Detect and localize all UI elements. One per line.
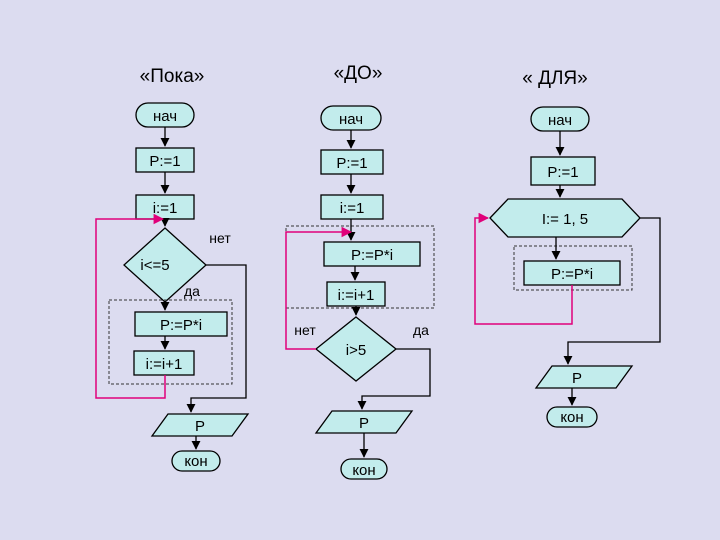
do-end-terminator: [340, 458, 388, 480]
while-body-mul-block: [134, 311, 228, 337]
for-p-init-block: [530, 156, 596, 186]
do-condition-diamond: [314, 316, 398, 382]
do-loop-back-arrow: [285, 226, 353, 350]
while-yes-label: да: [184, 283, 200, 299]
while-body-frame: [108, 299, 233, 385]
for-output-parallelogram: [534, 365, 634, 389]
while-condition-label: i<=5: [140, 257, 169, 274]
for-loop-header-label: I:= 1, 5: [542, 211, 588, 228]
for-exit-arrow: [563, 217, 661, 365]
while-i-init-label: i:=1: [153, 200, 178, 217]
for-start-label: нач: [548, 112, 572, 129]
flowchart-while: нач P:=1 i:=1 i<=5 нет да P:=P*i i:=i+1 …: [95, 102, 250, 472]
do-i-init-block: [320, 194, 384, 220]
do-yes-label: да: [413, 322, 429, 338]
while-p-init-block: [135, 147, 195, 173]
while-body-inc-label: i:=i+1: [146, 356, 183, 373]
while-output-parallelogram: [150, 413, 250, 437]
do-body-mul-label: P:=P*i: [351, 247, 393, 264]
do-end-label: кон: [352, 462, 375, 479]
while-p-init-label: P:=1: [149, 153, 180, 170]
do-i-init-label: i:=1: [340, 200, 365, 217]
for-loop-back-arrow: [474, 212, 573, 325]
do-output-label: P: [359, 415, 369, 432]
do-condition-label: i>5: [346, 342, 366, 359]
for-output-label: P: [572, 370, 582, 387]
do-body-inc-block: [326, 281, 386, 307]
while-end-terminator: [171, 450, 221, 472]
for-end-terminator: [546, 406, 598, 428]
flowchart-do: нач P:=1 i:=1 P:=P*i i:=i+1 i>5 нет да P…: [285, 105, 435, 480]
do-start-label: нач: [339, 111, 363, 128]
do-p-init-label: P:=1: [336, 155, 367, 172]
flowchart-for: нач P:=1 I:= 1, 5 P:=P*i P кон: [474, 106, 661, 428]
while-exit-arrow: [186, 264, 247, 413]
title-while: «Пока»: [140, 66, 205, 87]
do-exit-arrow: [357, 348, 431, 410]
title-do: «ДО»: [334, 63, 383, 84]
while-body-mul-label: P:=P*i: [160, 317, 202, 334]
do-no-label: нет: [294, 322, 316, 338]
for-p-init-label: P:=1: [547, 164, 578, 181]
for-body-mul-label: P:=P*i: [551, 266, 593, 283]
while-start-label: нач: [153, 108, 177, 125]
while-body-inc-block: [133, 350, 195, 376]
do-body-inc-label: i:=i+1: [338, 287, 375, 304]
for-body-mul-block: [523, 260, 621, 286]
while-output-label: P: [195, 418, 205, 435]
do-output-parallelogram: [314, 410, 414, 434]
while-loop-back-arrow: [95, 213, 166, 399]
while-no-label: нет: [209, 230, 231, 246]
while-end-label: кон: [184, 453, 207, 470]
do-p-init-block: [320, 149, 384, 175]
for-end-label: кон: [560, 409, 583, 426]
title-for: « ДЛЯ»: [522, 68, 587, 89]
for-body-frame: [513, 245, 633, 291]
do-body-mul-block: [323, 241, 421, 267]
